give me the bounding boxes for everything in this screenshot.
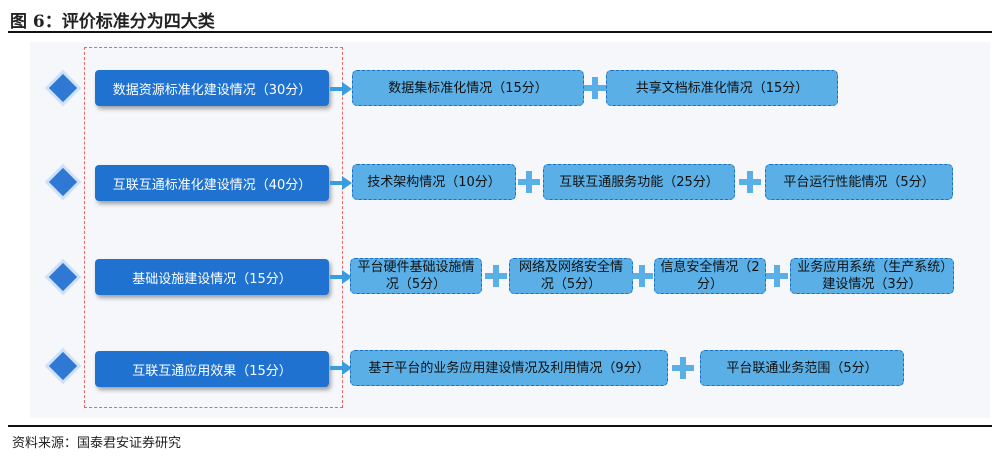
- row4-item1: 基于平台的业务应用建设情况及利用情况（9分）: [350, 350, 668, 386]
- row3-plus-icon-1: [485, 265, 507, 287]
- row1-arrow-stem: [330, 87, 344, 91]
- main-category-frame: [84, 47, 343, 408]
- row3-item2: 网络及网络安全情况（5分）: [509, 258, 633, 294]
- row2-item1: 技术架构情况（10分）: [352, 164, 516, 200]
- row3-plus-icon-2: [631, 265, 653, 287]
- row2-plus-icon-2: [739, 171, 761, 193]
- figure-title: 图 6：评价标准分为四大类: [10, 12, 215, 32]
- row3-plus-icon-3: [766, 265, 788, 287]
- bottom-rule: [8, 425, 992, 427]
- top-rule: [8, 31, 992, 33]
- row3-item1: 平台硬件基础设施情况（5分）: [350, 258, 482, 294]
- row3-main-category: 基础设施建设情况（15分）: [95, 259, 329, 295]
- row2-item2: 互联互通服务功能（25分）: [543, 164, 735, 200]
- row4-item2: 平台联通业务范围（5分）: [700, 350, 904, 386]
- row1-plus-icon: [584, 77, 606, 99]
- row1-main-category: 数据资源标准化建设情况（30分）: [95, 70, 329, 106]
- row4-arrow-stem: [330, 366, 344, 370]
- row1-item2: 共享文档标准化情况（15分）: [606, 70, 838, 106]
- row1-item1: 数据集标准化情况（15分）: [352, 70, 584, 106]
- row3-arrow-icon: [342, 270, 352, 284]
- source-note: 资料来源：国泰君安证券研究: [12, 436, 182, 451]
- row2-arrow-stem: [330, 181, 344, 185]
- row4-plus-icon: [672, 357, 694, 379]
- row1-arrow-icon: [342, 82, 352, 96]
- row3-item4: 业务应用系统（生产系统）建设情况（3分）: [790, 258, 954, 294]
- row3-item3: 信息安全情况（2分）: [654, 258, 766, 294]
- row3-arrow-stem: [330, 275, 344, 279]
- row4-main-category: 互联互通应用效果（15分）: [95, 351, 329, 387]
- row2-item3: 平台运行性能情况（5分）: [765, 164, 953, 200]
- row2-plus-icon-1: [518, 171, 540, 193]
- row2-main-category: 互联互通标准化建设情况（40分）: [95, 165, 329, 201]
- row2-arrow-icon: [342, 176, 352, 190]
- row4-arrow-icon: [342, 361, 352, 375]
